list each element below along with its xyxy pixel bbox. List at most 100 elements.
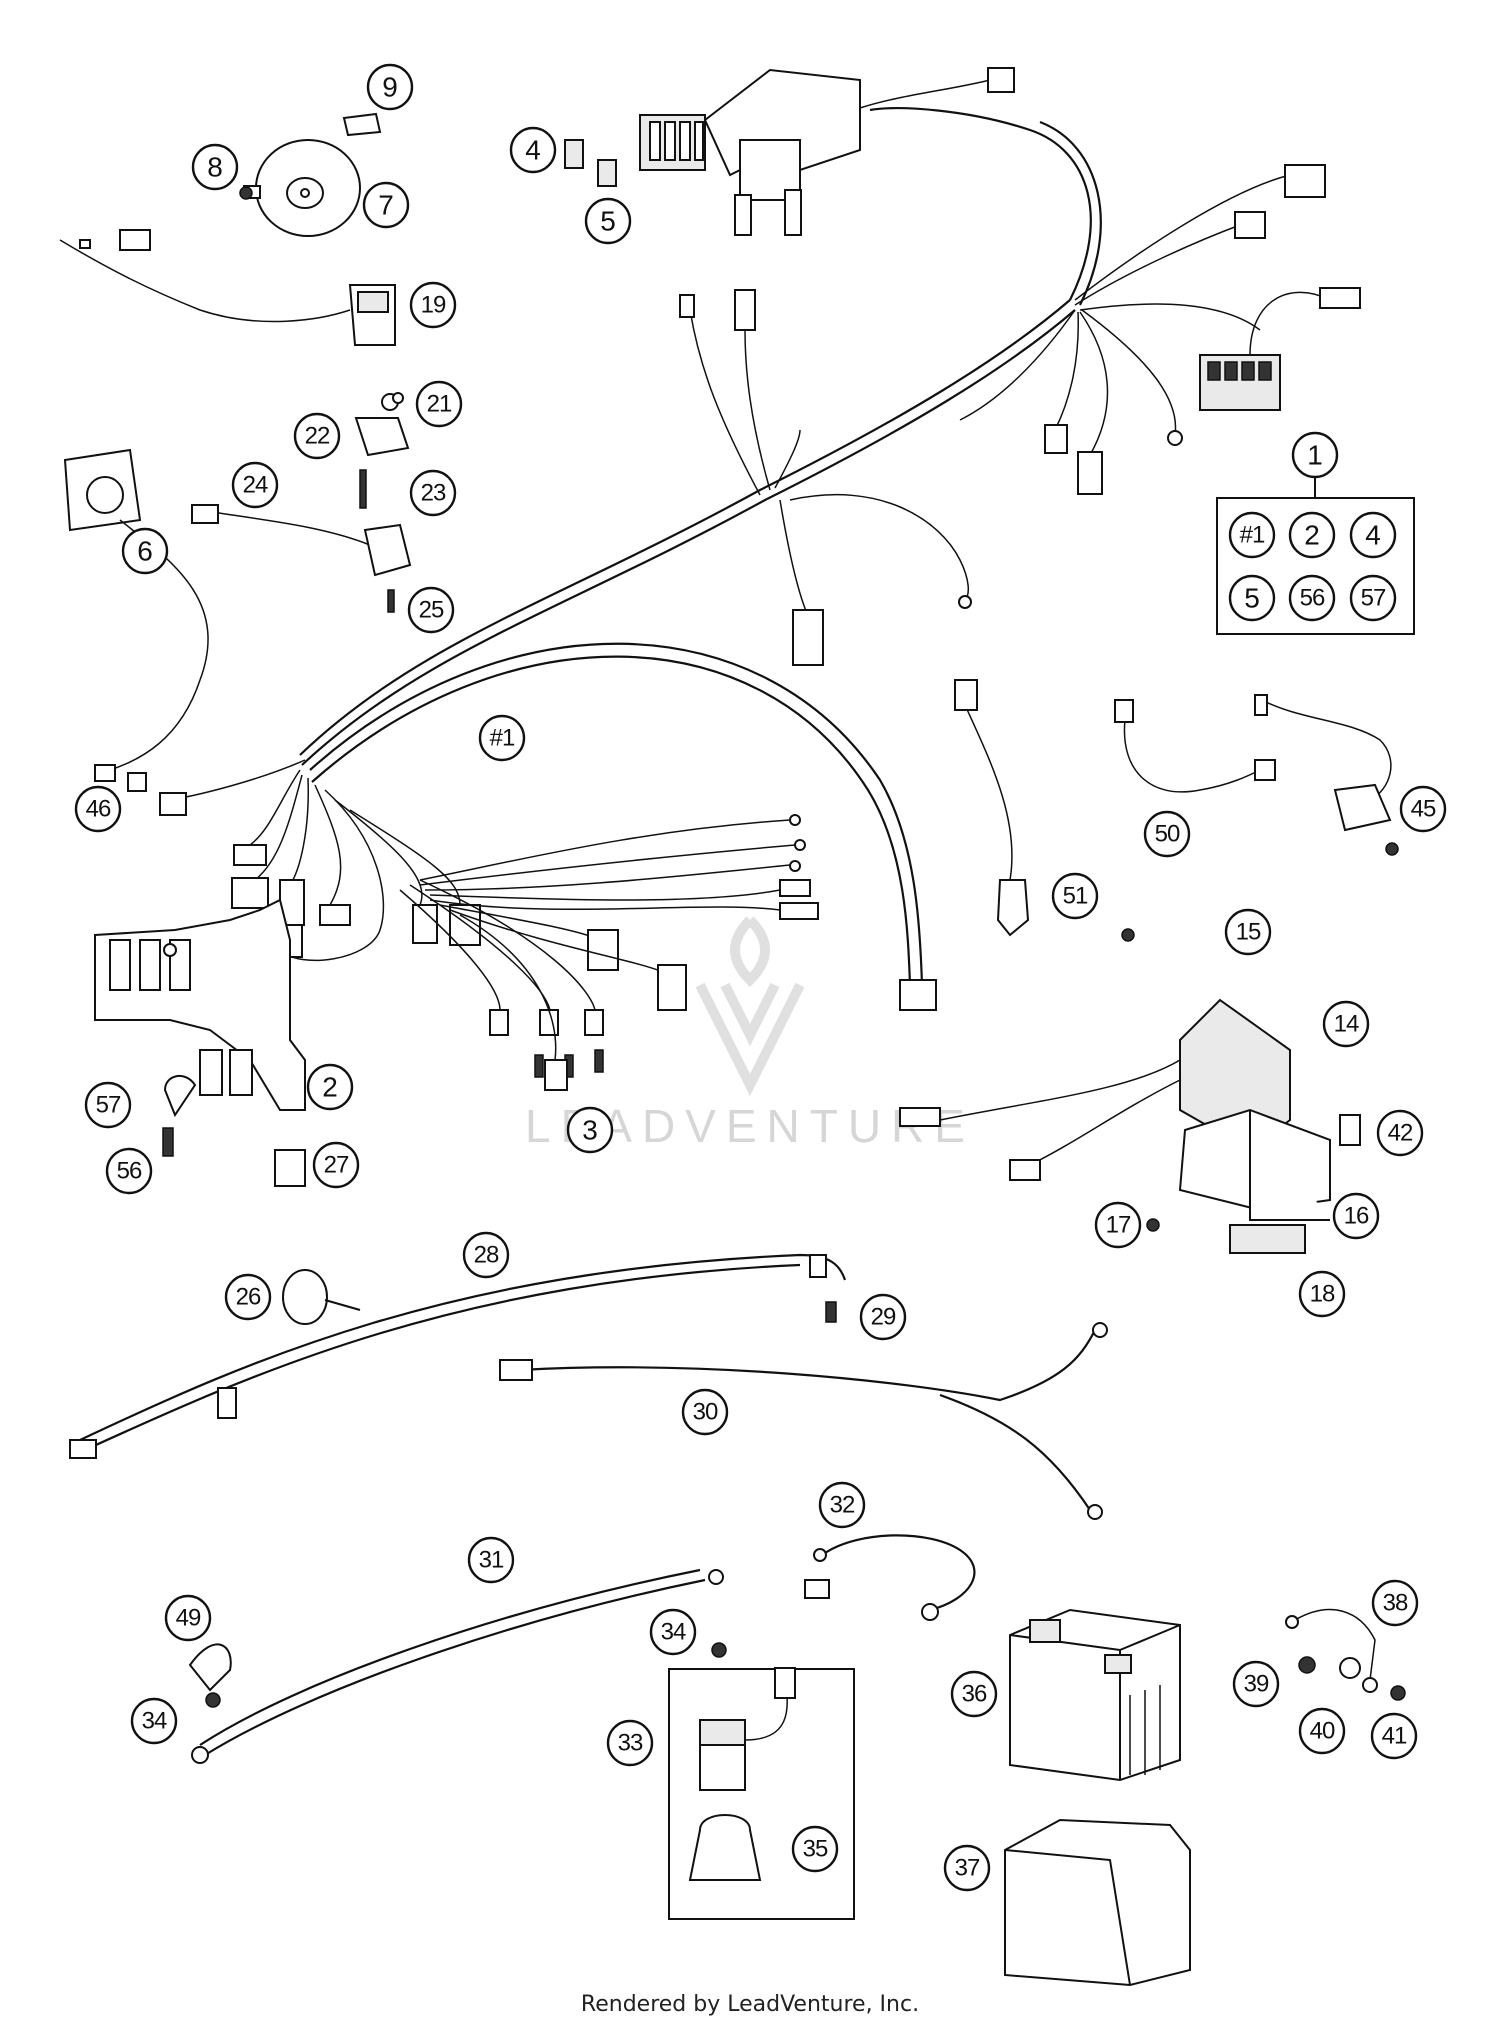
callout-49[interactable]: 49 [164,1594,212,1642]
callout-24[interactable]: 24 [231,461,279,509]
callout-39[interactable]: 39 [1232,1660,1280,1708]
battery-cable-32 [804,1534,976,1621]
callout-46[interactable]: 46 [74,785,122,833]
callout-21[interactable]: 21 [415,380,463,428]
main-harness-end-connector [899,979,937,1011]
callout-29[interactable]: 29 [859,1293,907,1341]
callout-41[interactable]: 41 [1370,1712,1418,1760]
callout-18[interactable]: 18 [1298,1270,1346,1318]
branch-plug-a [1044,424,1068,454]
svg-text:18: 18 [1310,1281,1335,1308]
svg-text:34: 34 [661,1619,686,1646]
svg-text:57: 57 [96,1092,121,1119]
callout-1[interactable]: 1 [1291,431,1339,479]
battery [1009,1608,1181,1782]
callout-33[interactable]: 33 [606,1719,654,1767]
nut-icon [711,1642,727,1658]
callout-32[interactable]: 32 [818,1481,866,1529]
svg-text:45: 45 [1411,796,1436,823]
svg-text:40: 40 [1310,1718,1335,1745]
terminal-block [1199,354,1281,411]
svg-text:17: 17 [1106,1212,1131,1239]
kit-item-h1: #1 [1228,511,1276,559]
callout-42[interactable]: 42 [1376,1109,1424,1157]
callout-16[interactable]: 16 [1332,1192,1380,1240]
svg-text:56: 56 [1300,585,1325,612]
callout-40[interactable]: 40 [1298,1707,1346,1755]
sensor-cable [191,504,412,613]
callout-17[interactable]: 17 [1094,1201,1142,1249]
svg-text:21: 21 [427,391,452,418]
screw-icon [239,186,253,200]
callout-34-left[interactable]: 34 [130,1697,178,1745]
callout-4[interactable]: 4 [509,126,557,174]
callout-23[interactable]: 23 [409,469,457,517]
main-wiring-harness [299,67,1361,1011]
voltage-regulator [899,928,1291,1181]
callout-50[interactable]: 50 [1143,810,1191,858]
callout-57[interactable]: 57 [84,1081,132,1129]
svg-text:32: 32 [830,1492,855,1519]
callout-31[interactable]: 31 [467,1536,515,1584]
svg-text:7: 7 [378,190,394,221]
svg-text:30: 30 [693,1399,718,1426]
nut-icon [392,392,404,404]
screw-icon [162,1127,174,1157]
svg-text:41: 41 [1382,1723,1407,1750]
terminal-cover [188,1643,232,1692]
callout-35[interactable]: 35 [791,1825,839,1873]
relay [274,1149,306,1187]
callout-51[interactable]: 51 [1051,872,1099,920]
bulb-icon [534,1054,544,1078]
right-branch-connector-a [1234,211,1266,239]
starter-relay-group [668,1642,855,1920]
callout-harness-h1[interactable]: #1 [478,714,526,762]
callout-37[interactable]: 37 [943,1844,991,1892]
svg-text:4: 4 [525,135,541,166]
right-branch-connector-b [1284,164,1326,198]
callout-45[interactable]: 45 [1399,785,1447,833]
callout-3[interactable]: 3 [566,1106,614,1154]
svg-text:4: 4 [1365,520,1381,551]
callout-8[interactable]: 8 [191,143,239,191]
bulb-icon [825,1301,837,1323]
svg-text:38: 38 [1383,1590,1408,1617]
callout-15[interactable]: 15 [1224,908,1272,956]
callout-27[interactable]: 27 [312,1141,360,1189]
fuse-box [639,68,861,236]
callout-7[interactable]: 7 [362,181,410,229]
svg-text:26: 26 [236,1284,261,1311]
svg-text:23: 23 [421,480,446,507]
svg-text:9: 9 [382,72,398,103]
svg-text:3: 3 [582,1115,598,1146]
svg-text:27: 27 [324,1152,349,1179]
kit-item-56: 56 [1288,574,1336,622]
callout-56[interactable]: 56 [105,1147,153,1195]
callout-30[interactable]: 30 [681,1388,729,1436]
callout-5[interactable]: 5 [584,197,632,245]
callout-38[interactable]: 38 [1371,1579,1419,1627]
svg-text:57: 57 [1361,585,1386,612]
callout-26[interactable]: 26 [224,1273,272,1321]
callout-2[interactable]: 2 [306,1063,354,1111]
callout-9[interactable]: 9 [366,63,414,111]
callout-36[interactable]: 36 [950,1670,998,1718]
callout-19[interactable]: 19 [409,281,457,329]
callout-6[interactable]: 6 [121,527,169,575]
svg-text:5: 5 [1244,583,1260,614]
screw-icon [1146,1218,1160,1232]
screw-icon [1385,842,1399,856]
callout-34-top[interactable]: 34 [649,1608,697,1656]
svg-text:36: 36 [962,1681,987,1708]
callout-14[interactable]: 14 [1322,1000,1370,1048]
battery-cable-31 [188,1568,724,1764]
svg-text:16: 16 [1344,1203,1369,1230]
nut-icon [205,1692,221,1708]
callout-22[interactable]: 22 [293,412,341,460]
callout-25[interactable]: 25 [407,586,455,634]
svg-text:1: 1 [1307,440,1323,471]
handlebar-switch [63,448,209,782]
callout-28[interactable]: 28 [462,1231,510,1279]
svg-text:22: 22 [305,423,330,450]
